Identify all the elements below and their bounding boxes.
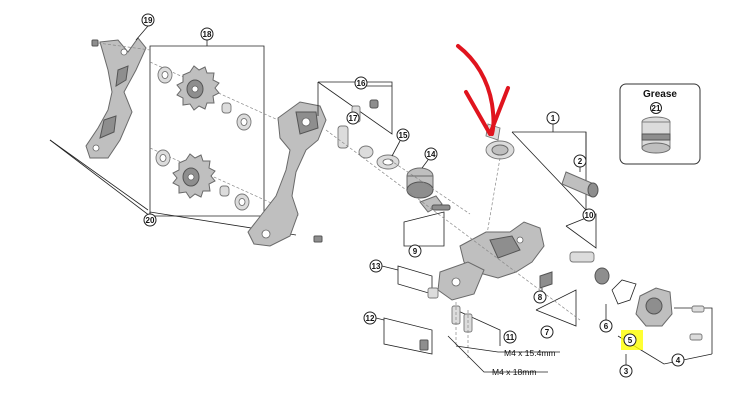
svg-text:17: 17 — [349, 114, 358, 123]
group-20-bracket — [49, 45, 297, 236]
svg-text:6: 6 — [604, 322, 609, 331]
svg-text:5: 5 — [628, 336, 633, 345]
svg-text:15: 15 — [399, 131, 408, 140]
part-2-bolt — [561, 166, 599, 198]
svg-text:3: 3 — [624, 367, 629, 376]
group-7 — [535, 289, 577, 327]
svg-text:1: 1 — [551, 114, 556, 123]
callout-19: 19 — [141, 13, 155, 27]
callout-18: 18 — [200, 27, 214, 41]
svg-text:7: 7 — [545, 328, 550, 337]
callout-6: 6 — [599, 319, 613, 333]
part-14-bushing — [406, 167, 434, 199]
svg-text:13: 13 — [372, 262, 381, 271]
grease-box: Grease 21 — [619, 83, 701, 165]
callout-1: 1 — [546, 111, 560, 125]
callout-16: 16 — [354, 76, 368, 90]
svg-text:16: 16 — [357, 79, 366, 88]
svg-text:14: 14 — [427, 150, 436, 159]
callout-13: 13 — [369, 259, 383, 273]
part-6-spring — [605, 279, 637, 322]
svg-text:4: 4 — [676, 356, 681, 365]
callout-3: 3 — [619, 364, 633, 378]
grease-title: Grease — [643, 89, 677, 100]
callout-7: 7 — [540, 325, 554, 339]
callout-12: 12 — [363, 311, 377, 325]
upper-pulley — [149, 61, 301, 131]
inner-plate — [85, 37, 147, 159]
svg-text:11: 11 — [506, 333, 515, 342]
callout-5: 5 — [623, 333, 637, 347]
svg-text:20: 20 — [146, 216, 155, 225]
callout-10: 10 — [582, 208, 596, 222]
callout-4: 4 — [671, 353, 685, 367]
callout-20: 20 — [143, 213, 157, 227]
clutch-unit — [617, 287, 713, 366]
callout-21: 21 — [652, 104, 661, 113]
svg-text:19: 19 — [144, 16, 153, 25]
callout-11: 11 — [503, 330, 517, 344]
screw-top-left — [91, 39, 151, 51]
svg-text:10: 10 — [585, 211, 594, 220]
callout-2: 2 — [573, 154, 587, 168]
part-15-washer — [376, 154, 400, 170]
callout-14: 14 — [424, 147, 438, 161]
callout-15: 15 — [396, 128, 410, 142]
outer-cage-plate — [247, 101, 327, 247]
b-tension-cap — [485, 123, 515, 241]
lower-pulley — [149, 147, 301, 217]
svg-text:2: 2 — [578, 157, 583, 166]
callout-9: 9 — [408, 244, 422, 258]
callout-17: 17 — [346, 111, 360, 125]
svg-text:8: 8 — [538, 293, 543, 302]
callout-8: 8 — [533, 290, 547, 304]
lower-bolts — [383, 265, 560, 373]
svg-text:9: 9 — [413, 247, 418, 256]
red-arrow-annotation — [456, 44, 510, 136]
part-10-pin — [565, 213, 610, 285]
part-9-clamp — [403, 195, 451, 247]
main-body — [437, 221, 545, 301]
label-bolt-15-4: M4 x 15.4mm — [504, 348, 556, 358]
group-1 — [511, 124, 587, 212]
label-bolt-18: M4 x 18mm — [492, 367, 536, 377]
svg-text:18: 18 — [203, 30, 212, 39]
svg-text:12: 12 — [366, 314, 375, 323]
